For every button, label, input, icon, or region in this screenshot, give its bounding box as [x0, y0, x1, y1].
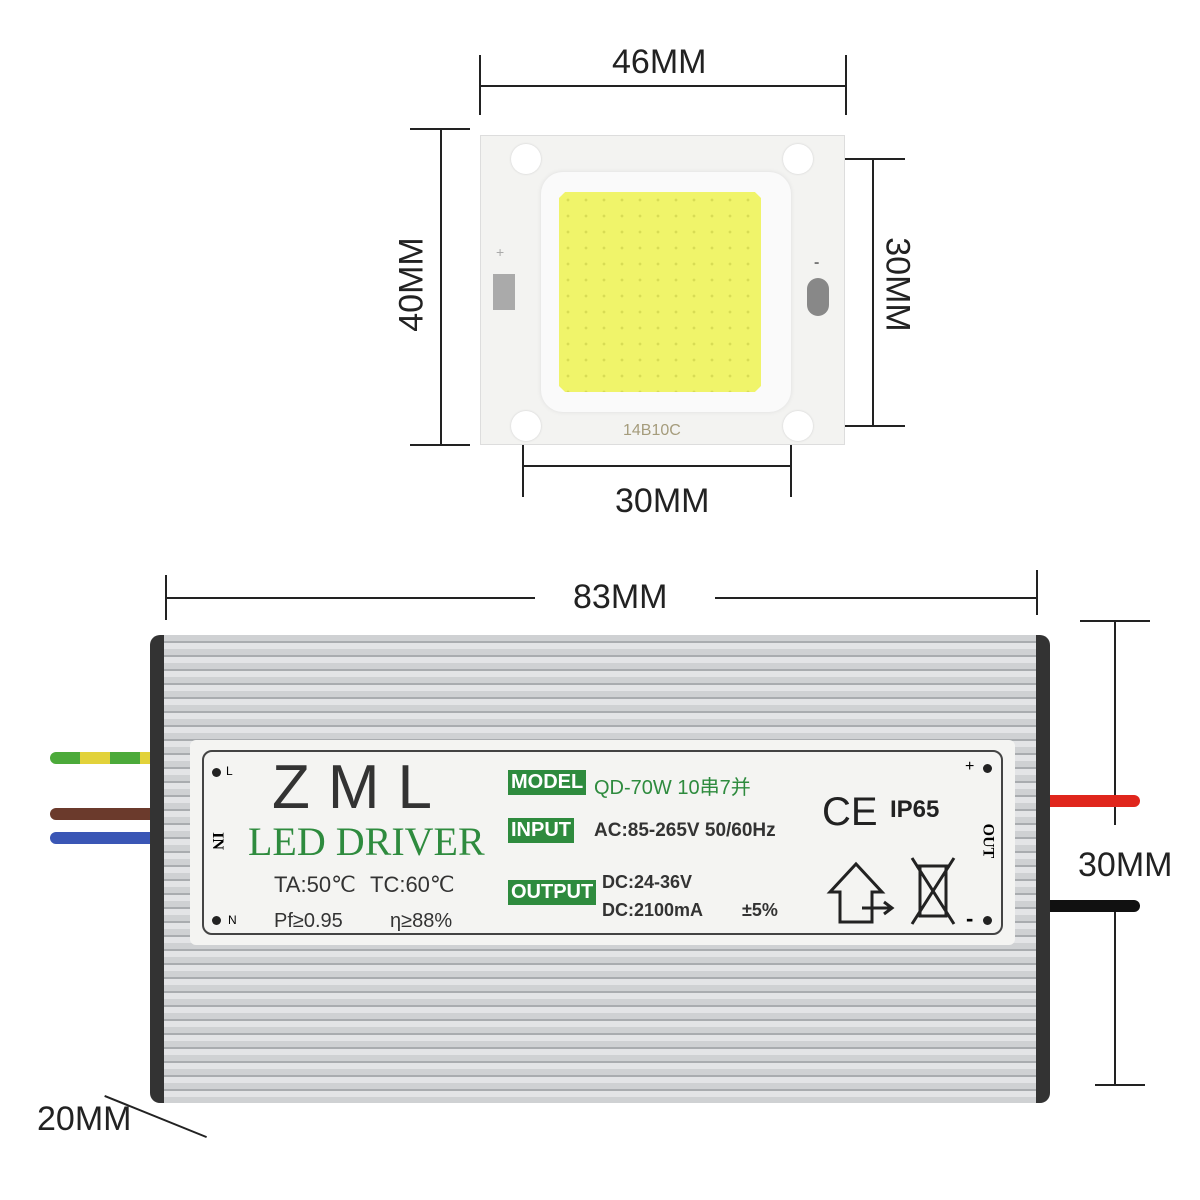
- dim-83mm: 83MM: [573, 578, 668, 616]
- dim-tick: [410, 444, 470, 446]
- mount-hole: [783, 411, 813, 441]
- dim-30mm-v: 30MM: [878, 237, 917, 332]
- dim-tick: [797, 425, 905, 427]
- input-tag: INPUT: [508, 818, 574, 843]
- model: QD-70W 10串7并: [594, 777, 751, 799]
- dim-tick: [790, 425, 792, 497]
- dim-line-30v: [872, 158, 874, 426]
- minus-mark: -: [814, 254, 820, 271]
- dim-line-83: [715, 597, 1037, 599]
- wire-black: [1040, 900, 1140, 912]
- dot-plus: [983, 764, 992, 773]
- pf: Pf≥0.95: [274, 910, 343, 932]
- label-border: [202, 750, 1003, 935]
- driver-label: L IN N ZML LED DRIVER TA:50℃ TC:60℃ Pf≥0…: [190, 740, 1015, 945]
- dim-tick: [410, 128, 470, 130]
- tolerance: ±5%: [742, 900, 778, 920]
- dim-line-46: [480, 85, 846, 87]
- chip-code: 14B10C: [623, 422, 681, 439]
- subtitle: LED DRIVER: [248, 819, 485, 864]
- dim-tick: [1095, 1084, 1145, 1086]
- dim-tick: [165, 575, 167, 620]
- led-array: [559, 192, 761, 392]
- dim-40mm: 40MM: [392, 237, 431, 332]
- mount-hole: [511, 411, 541, 441]
- dim-tick: [522, 425, 524, 497]
- dim-line-30-driver: [1114, 905, 1116, 1085]
- out-plus: +: [965, 758, 975, 775]
- wire-brown: [50, 808, 160, 820]
- weee-bin-icon: [910, 857, 956, 925]
- input: AC:85-265V 50/60Hz: [594, 820, 776, 841]
- tc: TC:60℃: [370, 872, 455, 897]
- output-voltage: DC:24-36V: [602, 872, 693, 892]
- wire-blue: [50, 832, 160, 844]
- cob-led-chip: + - 14B10C: [480, 135, 845, 445]
- dot-l: [212, 768, 221, 777]
- minus-pad: [807, 278, 829, 316]
- dim-line-40: [440, 128, 442, 446]
- ip-rating: IP65: [890, 796, 940, 823]
- dim-46mm: 46MM: [612, 43, 707, 81]
- brand: ZML: [272, 753, 450, 822]
- led-frame: [541, 172, 791, 412]
- out-minus: -: [966, 906, 974, 931]
- wire-red: [1040, 795, 1140, 807]
- pin-in: IN: [208, 832, 226, 850]
- pin-out: OUT: [979, 823, 997, 859]
- dim-line-83: [165, 597, 535, 599]
- model-tag: MODEL: [508, 770, 587, 795]
- indoor-use-icon: [826, 861, 895, 924]
- plus-pad: [493, 274, 515, 310]
- plus-mark: +: [496, 244, 505, 260]
- dim-20mm: 20MM: [37, 1100, 132, 1138]
- dim-30mm-driver: 30MM: [1078, 846, 1173, 884]
- mount-hole: [783, 144, 813, 174]
- output-tag: OUTPUT: [508, 880, 597, 905]
- ta: TA:50℃: [274, 872, 356, 897]
- dim-tick: [797, 158, 905, 160]
- wire-earth: [50, 752, 160, 764]
- pin-l: L: [226, 764, 233, 778]
- dim-tick: [1036, 570, 1038, 615]
- dim-tick: [845, 55, 847, 115]
- mount-hole: [511, 144, 541, 174]
- dot-minus: [983, 916, 992, 925]
- output-current: DC:2100mA: [602, 900, 704, 920]
- dim-30mm-h: 30MM: [615, 482, 710, 520]
- dim-line-30h: [523, 465, 791, 467]
- pin-n: N: [228, 913, 237, 927]
- dim-tick: [1080, 620, 1150, 622]
- dim-tick: [479, 55, 481, 115]
- efficiency: η≥88%: [390, 910, 453, 932]
- dim-line-30-driver: [1114, 620, 1116, 825]
- dot-n: [212, 916, 221, 925]
- ce-mark: CE: [822, 790, 878, 834]
